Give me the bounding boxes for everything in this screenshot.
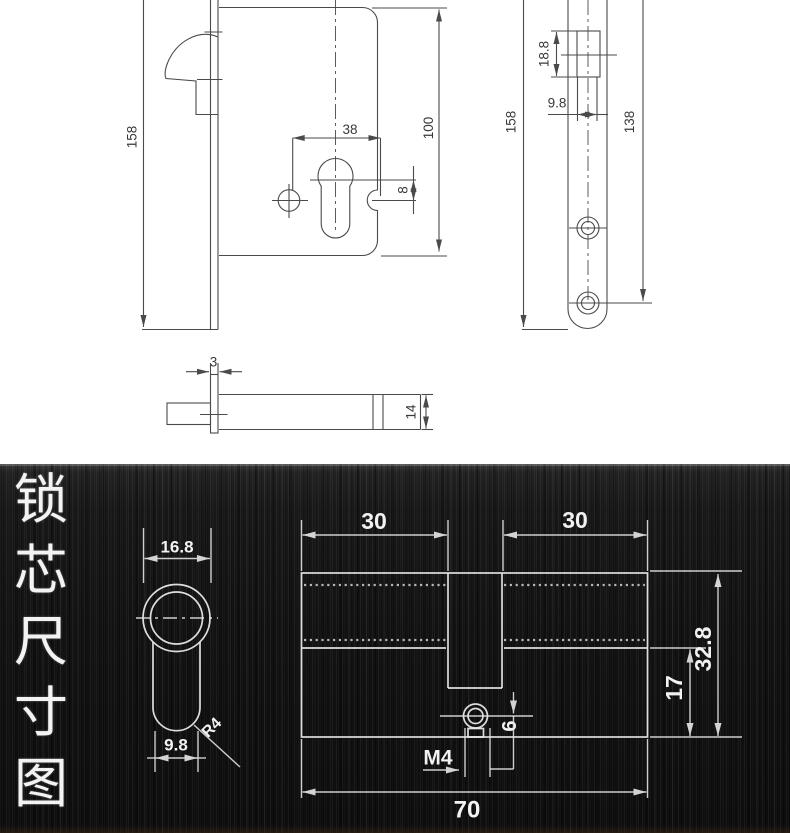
bolt-side-view: 3 14 bbox=[166, 355, 433, 434]
mortise-lock-drawings-section: 158 bbox=[124, 0, 652, 434]
faceplate-screw-hole-lower bbox=[569, 291, 652, 315]
dim-bolt-height: 14 bbox=[404, 404, 419, 420]
title-char: 图 bbox=[14, 752, 68, 815]
title-char: 寸 bbox=[14, 681, 68, 744]
faceplate-screw-hole-upper bbox=[569, 216, 607, 240]
dim-body-height: 100 bbox=[421, 117, 436, 140]
faceplate-edge bbox=[209, 373, 219, 434]
dim-screw-span: 138 bbox=[622, 111, 637, 134]
dim-faceplate-height: 158 bbox=[504, 111, 519, 134]
cylinder-dimension-section: 锁 芯 尺 寸 图 16.8 bbox=[0, 464, 790, 833]
fixing-screw bbox=[440, 703, 533, 738]
dim-lower-height: 17 bbox=[661, 675, 687, 701]
dim-cylinder-width: 38 bbox=[342, 122, 357, 137]
cylinder-front-view: 16.8 9.8 R4 bbox=[136, 528, 241, 772]
euro-keyhole-profile bbox=[317, 157, 354, 239]
cylinder-stem-outline bbox=[152, 641, 201, 732]
vertical-title: 锁 芯 尺 寸 图 bbox=[10, 464, 72, 819]
dim-cutout-width: 9.8 bbox=[548, 96, 567, 111]
dim-corner-radius: R4 bbox=[199, 715, 226, 742]
dim-cylinder-diameter: 16.8 bbox=[160, 538, 193, 557]
dim-left-half: 30 bbox=[361, 508, 387, 534]
dim-total-length: 70 bbox=[454, 797, 481, 824]
dim-faceplate-thickness: 3 bbox=[210, 355, 218, 370]
dim-stem-width: 9.8 bbox=[164, 736, 188, 755]
lock-body-plate-outline bbox=[219, 6, 379, 257]
lock-body-front-view: 158 bbox=[125, 0, 447, 331]
cylinder-body-outline bbox=[300, 572, 649, 738]
cylinder-drawings-svg: 16.8 9.8 R4 bbox=[136, 507, 742, 824]
dim-cutout-height: 18.8 bbox=[537, 41, 552, 67]
dim-screw-thread: M4 bbox=[423, 747, 452, 770]
cylinder-cam bbox=[447, 573, 503, 689]
latch-cutout bbox=[576, 30, 601, 78]
faceplate-front-view: 158 18.8 9.8 138 bbox=[504, 0, 652, 331]
dim-body-total-height: 158 bbox=[125, 126, 140, 149]
dim-notch-offset: 8 bbox=[396, 186, 411, 194]
dim-total-height: 32.8 bbox=[690, 626, 716, 671]
mortise-lock-drawings-svg: 158 bbox=[125, 0, 652, 434]
title-char: 锁 bbox=[14, 468, 68, 531]
title-char: 芯 bbox=[14, 539, 68, 602]
dim-cam-offset: 6 bbox=[499, 720, 521, 731]
hook-bolt-outline bbox=[164, 33, 219, 116]
title-char: 尺 bbox=[14, 610, 68, 673]
bolt-tail bbox=[166, 402, 212, 426]
faceplate-outline bbox=[567, 0, 608, 329]
cylinder-side-view: 30 30 bbox=[300, 507, 742, 824]
dim-right-half: 30 bbox=[562, 507, 588, 533]
